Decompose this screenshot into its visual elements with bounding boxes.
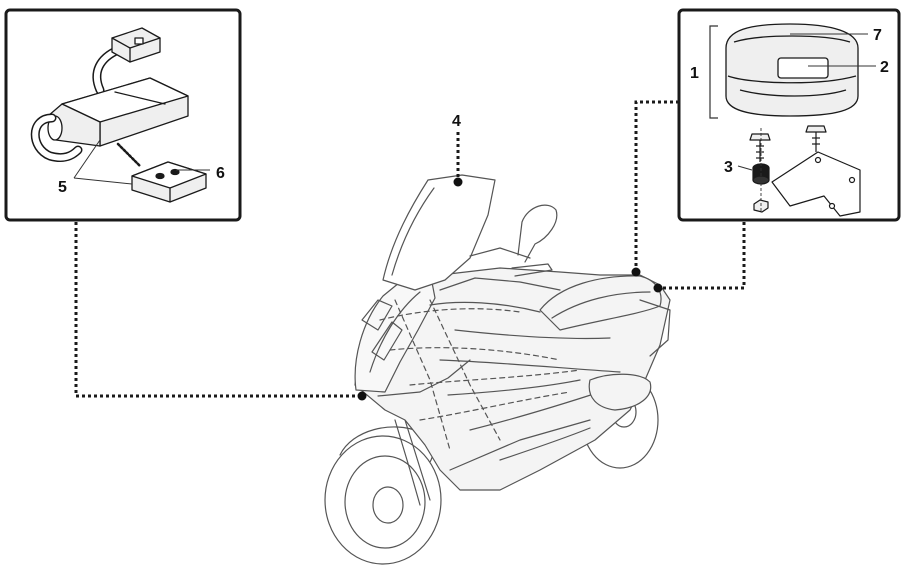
scooter-icon [324, 174, 671, 565]
callout-1: 1 [690, 65, 699, 82]
top-case-icon [725, 23, 859, 117]
callout-2: 2 [880, 59, 889, 76]
right-inset-leaders [737, 33, 876, 171]
callout-3: 3 [724, 159, 733, 176]
connector-left [74, 222, 362, 398]
connector-dots [357, 177, 663, 401]
mounting-hardware-icon [749, 125, 861, 217]
dot-windscreen [453, 177, 463, 187]
callout-5: 5 [58, 179, 67, 196]
dot-front-fairing [357, 391, 367, 401]
dot-rear-lower [653, 283, 663, 293]
callout-4: 4 [452, 113, 461, 130]
callout-6: 6 [216, 165, 225, 182]
alarm-module-icon [30, 27, 207, 203]
connector-right-lower [658, 222, 746, 290]
front-wheel [324, 435, 442, 565]
connector-right-upper [634, 100, 679, 272]
left-inset-leaders [73, 139, 210, 185]
dot-rear-upper [631, 267, 641, 277]
bracket-1 [709, 25, 718, 119]
connector-lines [74, 100, 746, 398]
callout-7: 7 [873, 27, 882, 44]
